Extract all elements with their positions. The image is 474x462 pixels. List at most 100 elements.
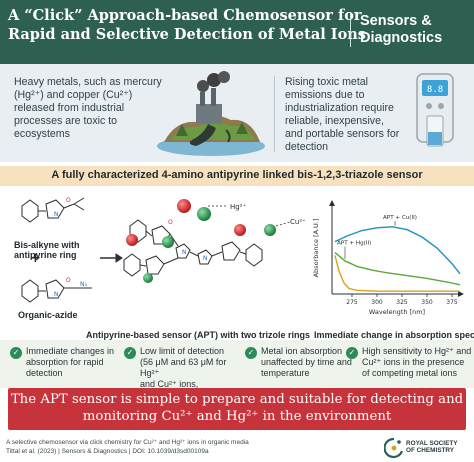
tree-shape-2 (236, 122, 248, 134)
finding-1-line-3: detection (26, 368, 63, 378)
finding-3-line-3: temperature (261, 368, 310, 378)
portable-sensor-device-illustration: 8.8 (416, 73, 454, 147)
conclusion-line-2: monitoring Cu²⁺ and Hg²⁺ in the environm… (82, 409, 392, 424)
alkyne-1 (73, 197, 85, 205)
finding-3: ✓ Metal ion absorption unaffected by tim… (245, 346, 355, 386)
rsc-line-1: ROYAL SOCIETY (406, 440, 458, 447)
bond-5 (145, 230, 153, 237)
series-line-2 (334, 252, 461, 286)
atom-n-4: N (203, 255, 208, 262)
triazole-ring-1 (175, 243, 191, 259)
finding-1-line-2: absorption for rapid (26, 357, 104, 367)
polluted-island-illustration (157, 71, 265, 156)
banner-text: A fully characterized 4-amino antipyrine… (51, 169, 423, 181)
atom-o-1: O (66, 197, 71, 204)
phenyl-ring-1 (21, 199, 39, 223)
factory-building (196, 104, 222, 124)
findings-row: ✓ Immediate changes in absorption for ra… (0, 340, 474, 400)
y-axis-arrow (329, 200, 335, 206)
bond-7 (169, 233, 179, 247)
x-tick-label: 275 (346, 299, 358, 306)
atom-n-2: N (54, 291, 59, 298)
journal-line-2: Diagnostics (360, 30, 443, 46)
series-label-cu: APT + Cu(II) (383, 215, 417, 221)
atom-n-1: N (54, 211, 59, 218)
citation-line-2: Tittal et al. (2023) | Sensors & Diagnos… (6, 448, 209, 455)
bound-hg-ball-1 (126, 234, 138, 246)
x-axis-label: Wavelength [nm] (369, 308, 425, 316)
conclusion-section: The APT sensor is simple to prepare and … (0, 388, 474, 432)
phenyl-ring-4 (123, 253, 141, 277)
sample-liquid (428, 132, 442, 145)
phenyl-ring-5 (245, 243, 263, 267)
journal-line-1: Sensors & (360, 13, 432, 29)
finding-4-line-2: Cu²⁺ ions in the presence (362, 357, 465, 367)
check-icon: ✓ (346, 347, 358, 359)
alkyne-2 (73, 203, 85, 211)
atom-n-3: N (182, 249, 187, 256)
atom-o-3: O (168, 219, 173, 226)
series-line-1 (334, 226, 461, 275)
finding-4-text: High sensitivity to Hg²⁺ and Cu²⁺ ions i… (362, 346, 471, 379)
hg-ion-ball (177, 199, 191, 213)
organic-azide-structure (21, 279, 92, 303)
organic-azide-label: Organic-azide (18, 310, 78, 320)
finding-2-line-2: (56 μM and 63 μM for Hg²⁺ (140, 357, 227, 378)
intro-sensor-need-text: Rising toxic metal emissions due to indu… (285, 76, 400, 153)
device-screen (422, 80, 448, 96)
rsc-logo: ROYAL SOCIETY OF CHEMISTRY (384, 436, 470, 460)
bis-alkyne-structure (21, 197, 85, 223)
finding-4-line-1: High sensitivity to Hg²⁺ and (362, 346, 472, 356)
plus-sign: + (30, 251, 41, 266)
tree-shape-1 (176, 124, 188, 136)
conclusion-box: The APT sensor is simple to prepare and … (8, 388, 466, 430)
atom-n3: N₃ (80, 281, 87, 288)
rsc-logo-text: ROYAL SOCIETY OF CHEMISTRY (406, 440, 458, 455)
check-icon: ✓ (245, 347, 257, 359)
finding-2: ✓ Low limit of detection (56 μM and 63 μ… (124, 346, 244, 400)
conclusion-text: The APT sensor is simple to prepare and … (8, 391, 466, 425)
bond-6 (139, 264, 147, 267)
triazole-ring-2 (197, 249, 213, 265)
device-readout: 8.8 (427, 85, 443, 95)
page-title: A “Click” Approach-based Chemosensor for… (8, 6, 366, 44)
sensor-label: Antipyrine-based sensor (APT) with two t… (86, 330, 311, 340)
device-button-1 (426, 103, 432, 109)
bond-10 (211, 251, 223, 257)
phenyl-ring-2 (21, 279, 39, 303)
pipe-shape (225, 129, 231, 143)
device-button-2 (438, 103, 444, 109)
series-label-hg: APT + Hg(II) (337, 241, 371, 247)
rsc-logo-icon (384, 437, 404, 459)
pyrazolone-ring-1 (45, 199, 65, 219)
finding-1-text: Immediate changes in absorption for rapi… (26, 346, 114, 379)
smoke-cloud-1 (197, 80, 209, 92)
finding-4: ✓ High sensitivity to Hg²⁺ and Cu²⁺ ions… (346, 346, 472, 386)
smoke-cloud-3 (218, 71, 230, 83)
rsc-line-2: OF CHEMISTRY (406, 447, 455, 455)
cu-ion-ball-top (197, 207, 211, 221)
finding-2-line-1: Low limit of detection (140, 346, 225, 356)
section-banner: A fully characterized 4-amino antipyrine… (0, 166, 474, 186)
apt-sensor-structure (123, 219, 263, 277)
title-line-1: A “Click” Approach-based Chemosensor for (8, 7, 362, 24)
bound-cu-ball-2 (264, 224, 276, 236)
header-bar: A “Click” Approach-based Chemosensor for… (0, 0, 474, 64)
bound-hg-ball-2 (234, 224, 246, 236)
x-axis-arrow (458, 291, 464, 297)
title-line-2: Rapid and Selective Detection of Metal I… (8, 26, 366, 43)
intro-panel: Heavy metals, such as mercury (Hg²⁺) and… (0, 64, 474, 162)
bond-11 (239, 251, 247, 255)
diagram-area (0, 186, 474, 326)
bond-9 (189, 251, 199, 257)
atom-o-2: O (66, 277, 71, 284)
pyrazolone-ring-5 (221, 241, 241, 261)
factory-chimney-2 (211, 88, 216, 106)
cu-ion-label: Cu²⁺ (290, 218, 306, 226)
finding-1: ✓ Immediate changes in absorption for ra… (10, 346, 120, 386)
bond-8 (163, 257, 179, 265)
finding-3-line-1: Metal ion absorption (261, 346, 343, 356)
x-tick-label: 325 (396, 299, 408, 306)
bound-cu-ball-1 (162, 236, 174, 248)
